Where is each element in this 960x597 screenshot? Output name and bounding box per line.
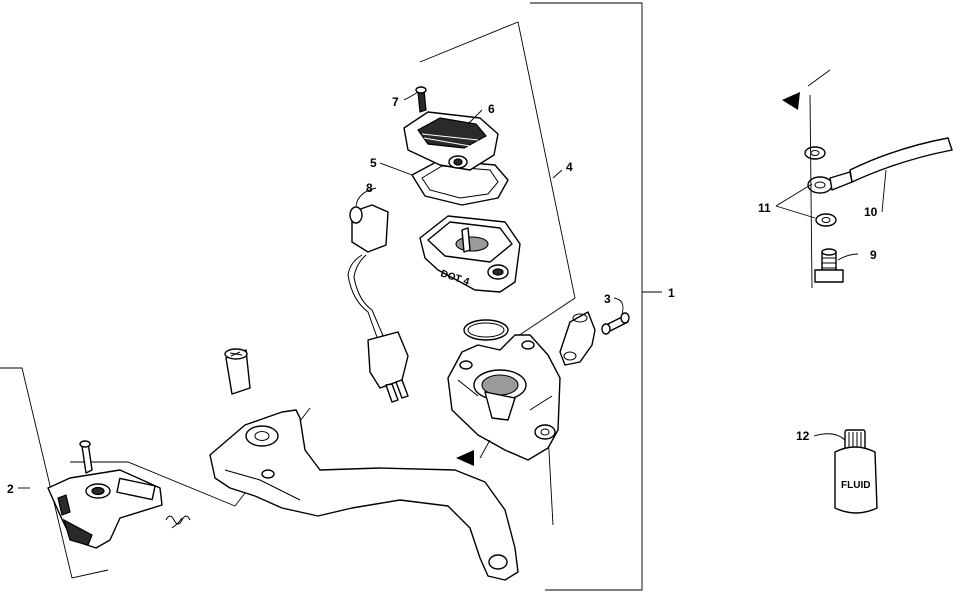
arrow-icon [782,92,800,110]
cover-screw [415,86,427,113]
callout-1: 1 [668,286,675,300]
callout-2: 2 [7,482,14,496]
brake-hose [807,137,953,194]
handlebar-clamp [559,311,596,366]
direction-arrows [456,69,831,466]
brake-switch [347,204,409,403]
leader-lines [355,91,887,441]
lever-adjuster [47,440,191,549]
callouts: 1 2 3 4 5 6 7 8 9 10 11 12 [7,95,878,496]
assembly-1-bracket [530,2,662,591]
callout-5: 5 [370,156,377,170]
fluid-bottle: FLUID [834,429,878,514]
callout-8: 8 [366,181,373,195]
o-ring [463,319,509,341]
fluid-bottle-label: FLUID [841,480,870,491]
callout-12: 12 [796,429,810,443]
banjo-bolt [814,248,844,283]
arrow-icon [456,450,474,466]
callout-9: 9 [870,248,877,262]
callout-7: 7 [392,95,399,109]
callout-6: 6 [488,102,495,116]
reservoir: DOT 4 [419,215,521,293]
master-cylinder-body [447,334,561,461]
callout-3: 3 [604,292,611,306]
crush-washers [804,146,837,227]
reservoir-cover [403,111,499,171]
callout-11: 11 [758,201,771,215]
callout-4: 4 [566,160,573,174]
callout-10: 10 [864,205,878,219]
pivot-pin [224,348,251,395]
brake-lever [209,409,519,581]
clamp-bolt [601,312,630,335]
